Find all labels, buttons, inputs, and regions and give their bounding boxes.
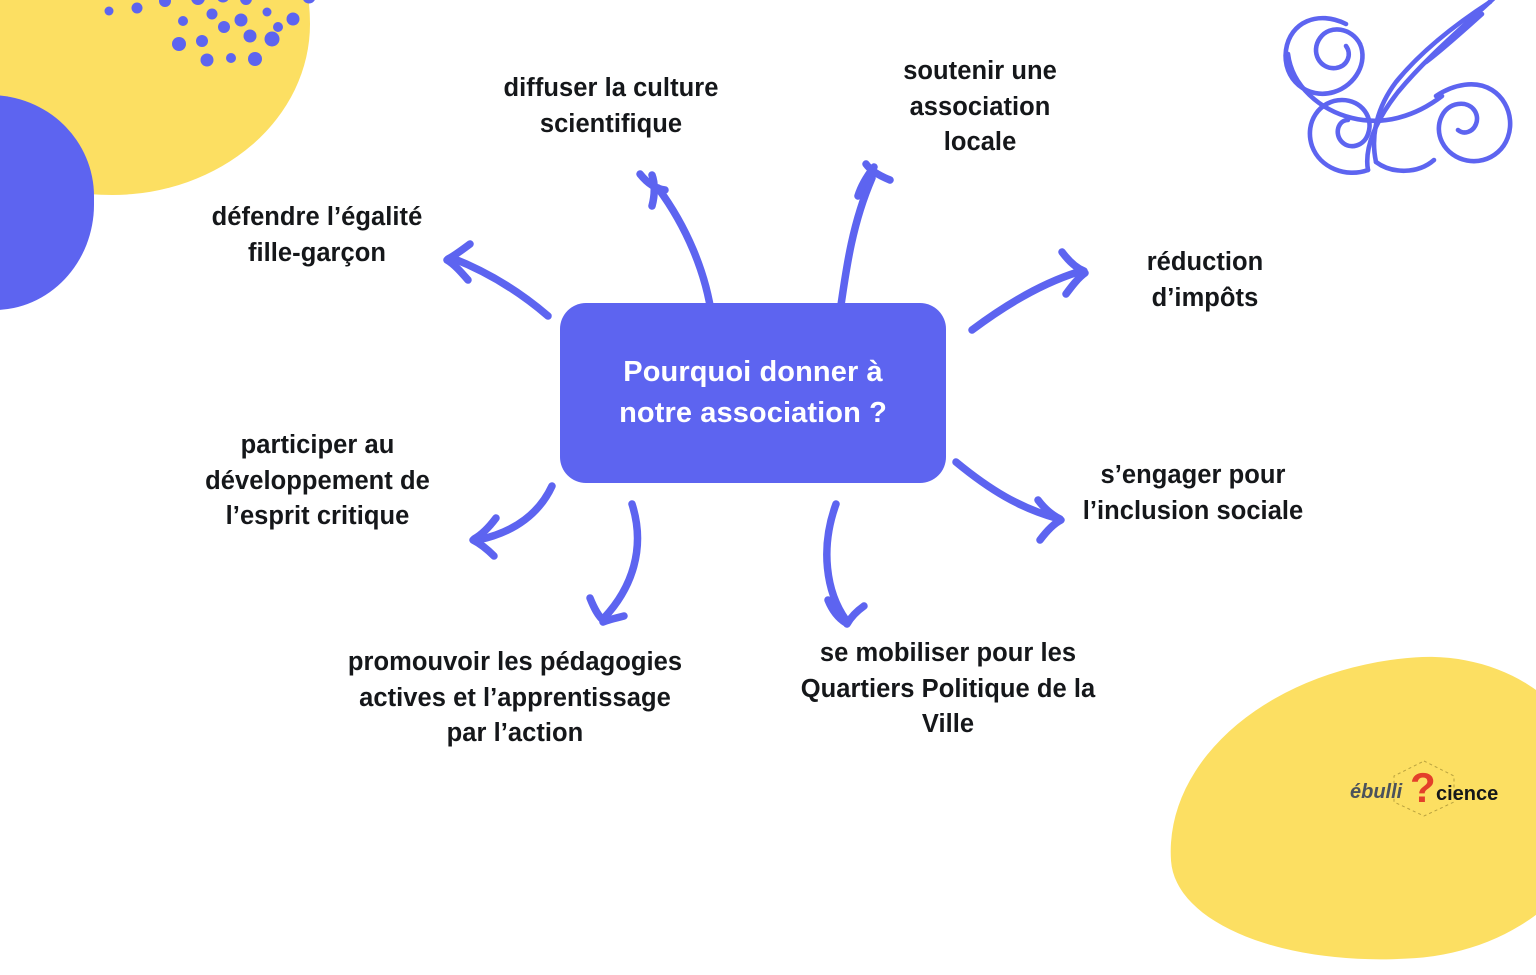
arrow-layer <box>443 160 1089 628</box>
leaf-label-soutenir: soutenir une association locale <box>903 57 1057 157</box>
arrow-to-critique <box>469 482 556 560</box>
leaf-label-reduction: réduction d’impôts <box>1146 248 1264 312</box>
arrow-to-diffuser <box>636 170 716 322</box>
leaf-label-engager: s’engager pour l’inclusion sociale <box>1082 461 1304 525</box>
leaf-label-critique: participer au développement de l’esprit … <box>205 431 430 531</box>
logo-question-mark-icon: ? <box>1410 764 1436 811</box>
leaf-label-diffuser: diffuser la culture scientifique <box>503 74 719 138</box>
central-question-line2: notre association ? <box>619 397 887 429</box>
arrow-to-engager <box>952 458 1065 544</box>
leaf-label-egalite: défendre l’égalité fille-garçon <box>211 203 423 267</box>
leaf-label-quartiers: se mobiliser pour les Quartiers Politiqu… <box>800 639 1096 739</box>
ebulliscience-logo: ébulli ? cience <box>1350 760 1498 817</box>
leaf-label-promouvoir: promouvoir les pédagogies actives et l’a… <box>347 648 683 748</box>
arrow-to-promouvoir <box>586 500 642 626</box>
central-question-line1: Pourquoi donner à <box>623 355 883 388</box>
logo-hexagon-icon <box>1393 760 1455 817</box>
arrow-to-egalite <box>443 240 552 320</box>
arrow-to-soutenir <box>836 160 894 316</box>
logo-word-end: cience <box>1436 783 1498 805</box>
arrow-to-quartiers <box>823 500 868 628</box>
logo-word-start: ébulli <box>1350 781 1403 803</box>
central-question-node[interactable]: Pourquoi donner à notre association ? <box>560 303 946 483</box>
central-question-text: Pourquoi donner à notre association ? <box>619 352 887 434</box>
arrow-to-reduction <box>968 248 1089 334</box>
